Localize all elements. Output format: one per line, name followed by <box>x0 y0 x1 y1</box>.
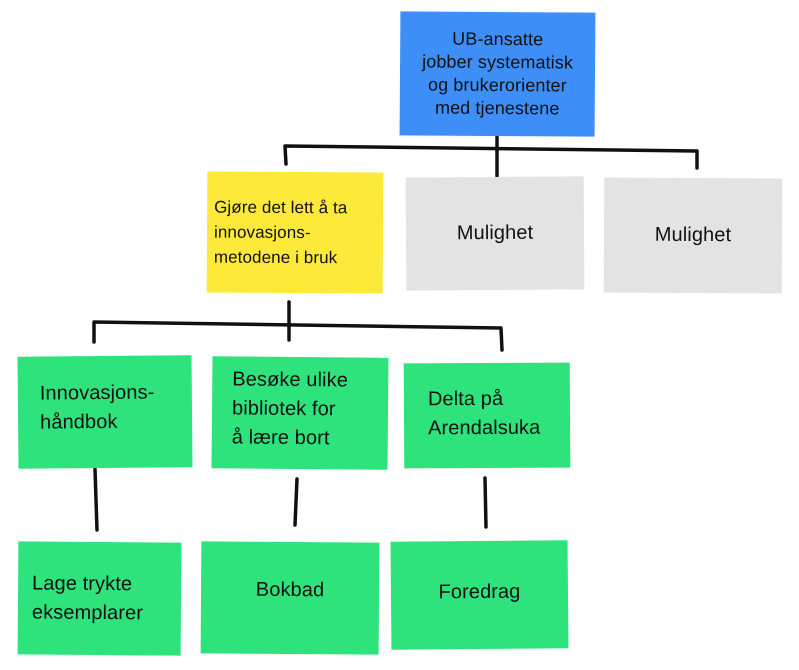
opportunity-text-yellow: Gjøre det lett å ta innovasjons- metoden… <box>213 197 348 268</box>
experiment-note-foredrag: Foredrag <box>390 540 569 650</box>
experiment-text-foredrag: Foredrag <box>438 580 521 603</box>
connector-root-bar <box>283 144 699 170</box>
solution-note-arendalsuka: Delta på Arendalsuka <box>403 362 571 469</box>
opportunity-note-grey-1: Mulighet <box>405 176 585 291</box>
experiment-note-bokbad: Bokbad <box>200 541 380 655</box>
connector-delta-to-foredrag <box>483 476 488 529</box>
experiment-note-printed-copies: Lage trykte eksemplarer <box>17 541 182 656</box>
opportunity-text-grey-1: Mulighet <box>456 221 534 245</box>
opportunity-note-yellow: Gjøre det lett å ta innovasjons- metoden… <box>206 171 384 294</box>
opportunity-text-grey-2: Mulighet <box>654 223 732 247</box>
solution-note-innovation-handbook: Innovasjons- håndbok <box>17 355 193 469</box>
solution-text-innovation-handbook: Innovasjons- håndbok <box>39 381 155 434</box>
solution-note-visit-libraries: Besøke ulike bibliotek for å lære bort <box>211 356 389 470</box>
opportunity-note-grey-2: Mulighet <box>603 177 783 294</box>
root-goal-note: UB-ansatte jobber systematisk og brukero… <box>399 11 596 137</box>
connector-innovation-to-print <box>93 467 99 532</box>
connector-visit-to-bokbad <box>293 477 299 527</box>
connector-yellow-bar <box>92 320 504 352</box>
solution-text-visit-libraries: Besøke ulike bibliotek for å lære bort <box>231 367 349 449</box>
solution-text-arendalsuka: Delta på Arendalsuka <box>427 387 541 439</box>
root-goal-text: UB-ansatte jobber systematisk og brukero… <box>422 28 574 119</box>
experiment-text-bokbad: Bokbad <box>255 578 325 601</box>
experiment-text-printed-copies: Lage trykte eksemplarer <box>31 572 144 624</box>
